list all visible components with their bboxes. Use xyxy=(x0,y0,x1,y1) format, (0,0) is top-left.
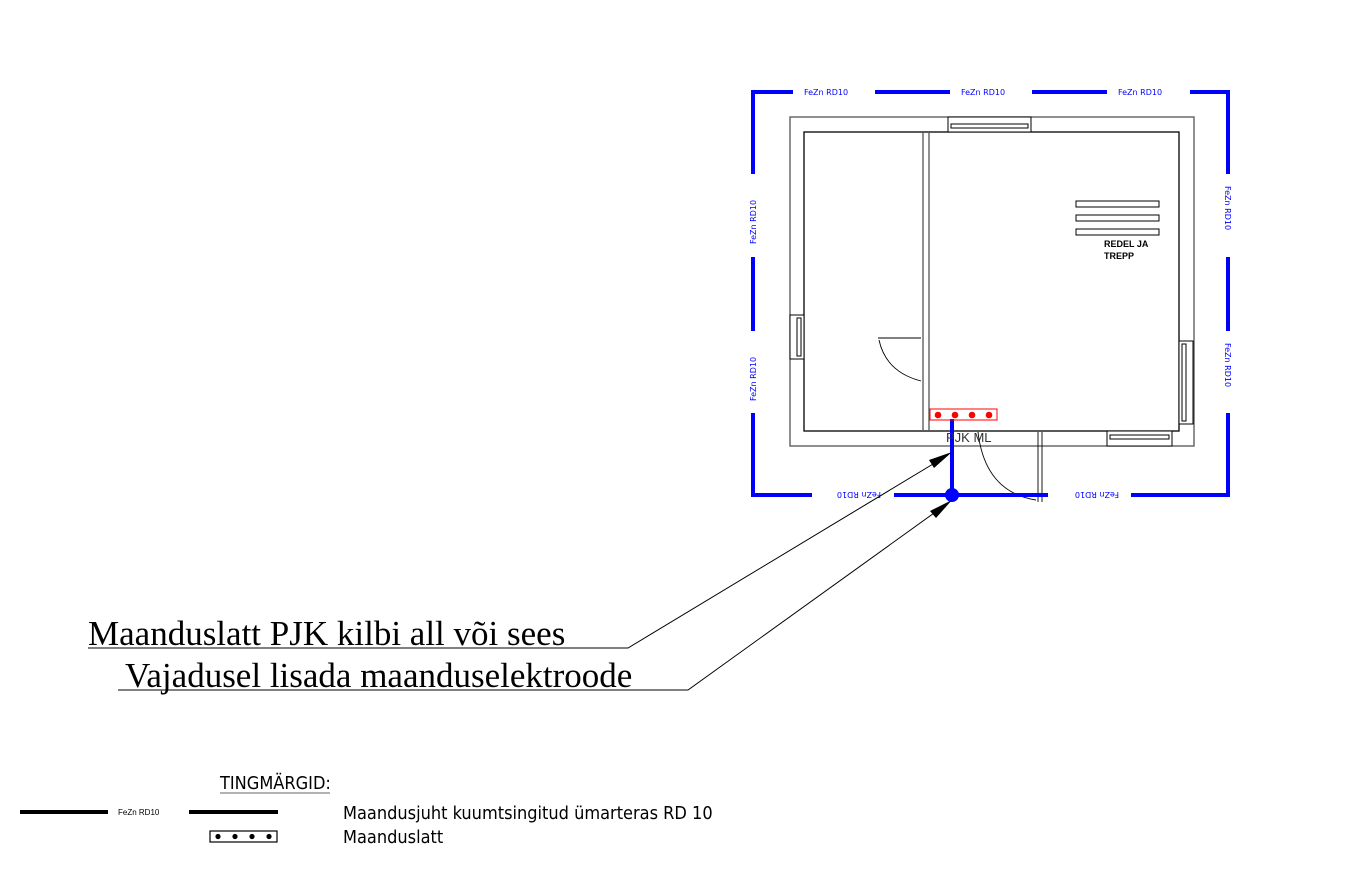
grounding-busbar xyxy=(929,408,998,421)
conductor-label-bottom-2: FeZn RD10 xyxy=(1075,490,1119,499)
arrow-head-icon xyxy=(930,500,952,518)
note-busbar: Maanduslatt PJK kilbi all või sees xyxy=(88,614,565,653)
windows xyxy=(789,116,1194,447)
legend-conductor-symbol-label: FeZn RD10 xyxy=(118,808,160,817)
conductor-label-bottom-1: FeZn RD10 xyxy=(837,490,881,499)
connection-node xyxy=(945,488,959,502)
legend-busbar-description: Maanduslatt xyxy=(343,827,443,848)
legend-busbar-symbol xyxy=(209,830,278,843)
ladder-label-1: REDEL JA xyxy=(1104,239,1149,249)
arrow-head-icon xyxy=(929,452,952,468)
conductor-label-left-2: FeZn RD10 xyxy=(749,357,758,401)
legend-conductor-description: Maandusjuht kuumtsingitud ümarteras RD 1… xyxy=(343,803,713,824)
building-walls xyxy=(789,116,1195,447)
note-electrodes: Vajadusel lisada maanduselektroode xyxy=(125,656,632,695)
leader-lines xyxy=(88,454,949,691)
legend-title: TINGMÄRGID: xyxy=(219,773,331,794)
conductor-label-right-1: FeZn RD10 xyxy=(1223,186,1232,230)
doors xyxy=(878,337,1043,502)
conductor-label-top-2: FeZn RD10 xyxy=(961,88,1005,97)
grounding-conductor-ring xyxy=(751,90,1230,497)
panel-label: PJK ML xyxy=(946,430,992,445)
ladder-symbol xyxy=(1075,200,1160,236)
conductor-label-left-1: FeZn RD10 xyxy=(749,200,758,244)
conductor-label-top-1: FeZn RD10 xyxy=(804,88,848,97)
ladder-label-2: TREPP xyxy=(1104,251,1134,261)
conductor-label-top-3: FeZn RD10 xyxy=(1118,88,1162,97)
conductor-label-right-2: FeZn RD10 xyxy=(1223,343,1232,387)
